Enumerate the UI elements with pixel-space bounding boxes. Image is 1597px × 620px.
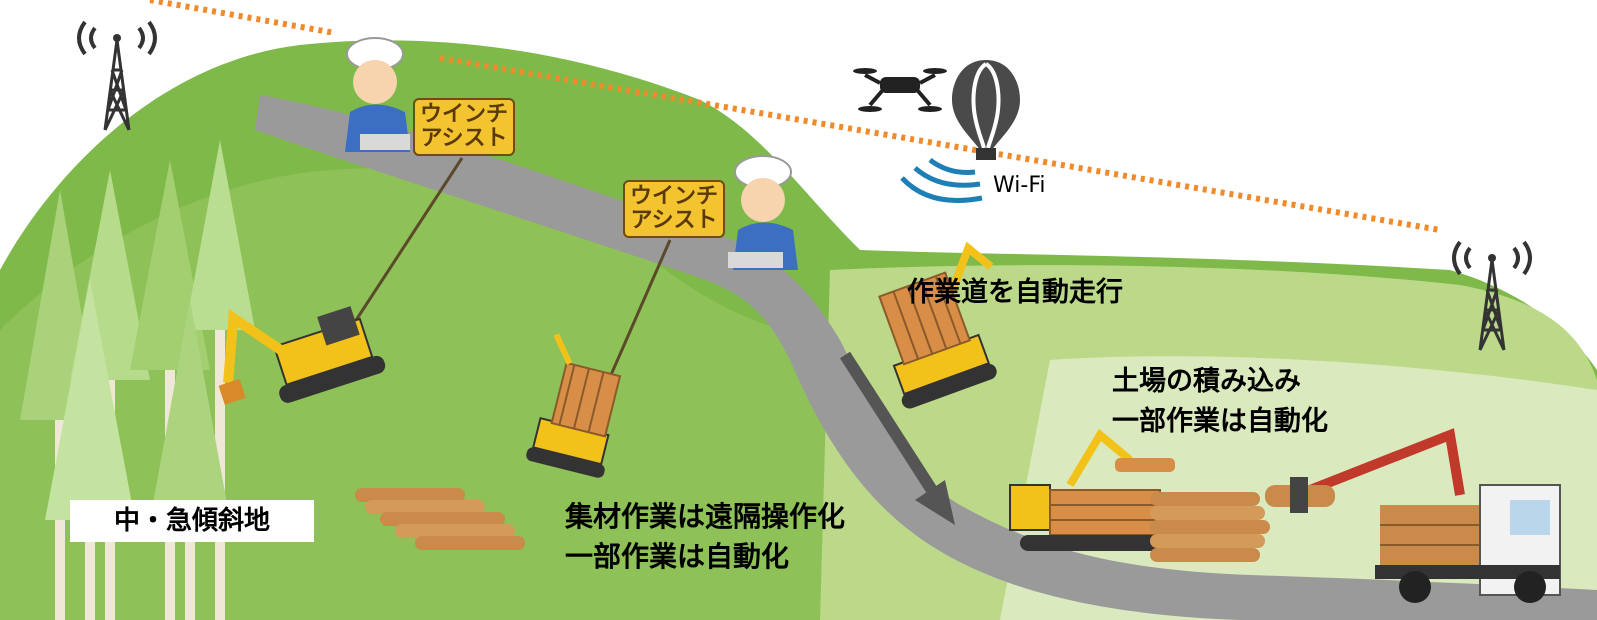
wifi-waves-icon — [900, 157, 983, 203]
comm-link-right — [439, 55, 1441, 233]
slope-area-label: 中・急傾斜地 — [70, 500, 314, 542]
worker-hardhat-icon — [728, 155, 798, 270]
winch-assist-label-line: アシスト — [630, 208, 718, 233]
forwarder-icon — [1009, 428, 1175, 551]
winch-assist-label-line: ウインチ — [420, 102, 509, 127]
conifer-tree-icon — [150, 300, 230, 620]
log-pile-icon — [355, 488, 525, 550]
worker-hardhat-icon — [345, 37, 410, 152]
forwarder-icon — [526, 333, 622, 478]
landing-loading-line: 一部作業は自動化 — [1112, 406, 1328, 437]
yarding-label: 集材作業は遠隔操作化 一部作業は自動化 — [565, 497, 845, 577]
drone-icon — [853, 68, 947, 112]
conifer-tree-icon — [45, 280, 135, 620]
radio-tower-icon — [1452, 240, 1532, 351]
auto-drive-label: 作業道を自動走行 — [907, 277, 1123, 308]
log-truck-icon — [1265, 428, 1561, 603]
excavator-icon — [218, 306, 386, 405]
winch-assist-label-line: アシスト — [420, 126, 508, 151]
landing-loading-label: 土場の積み込み 一部作業は自動化 — [1112, 362, 1328, 442]
direction-arrow-icon — [839, 351, 955, 525]
balloon-icon — [952, 60, 1020, 160]
winch-assist-label-line: ウインチ — [630, 184, 719, 209]
winch-assist-label: ウインチ アシスト — [413, 98, 516, 156]
yarding-line: 一部作業は自動化 — [565, 540, 790, 573]
winch-assist-label: ウインチ アシスト — [623, 180, 726, 238]
comm-link-left — [149, 0, 336, 36]
radio-tower-icon — [77, 20, 157, 131]
work-road — [255, 95, 1597, 620]
landing-loading-line: 土場の積み込み — [1112, 366, 1301, 397]
forwarder-icon — [878, 241, 997, 409]
wifi-label: Wi-Fi — [993, 173, 1046, 198]
log-pile-icon — [1150, 492, 1270, 562]
yarding-line: 集材作業は遠隔操作化 — [565, 500, 846, 533]
